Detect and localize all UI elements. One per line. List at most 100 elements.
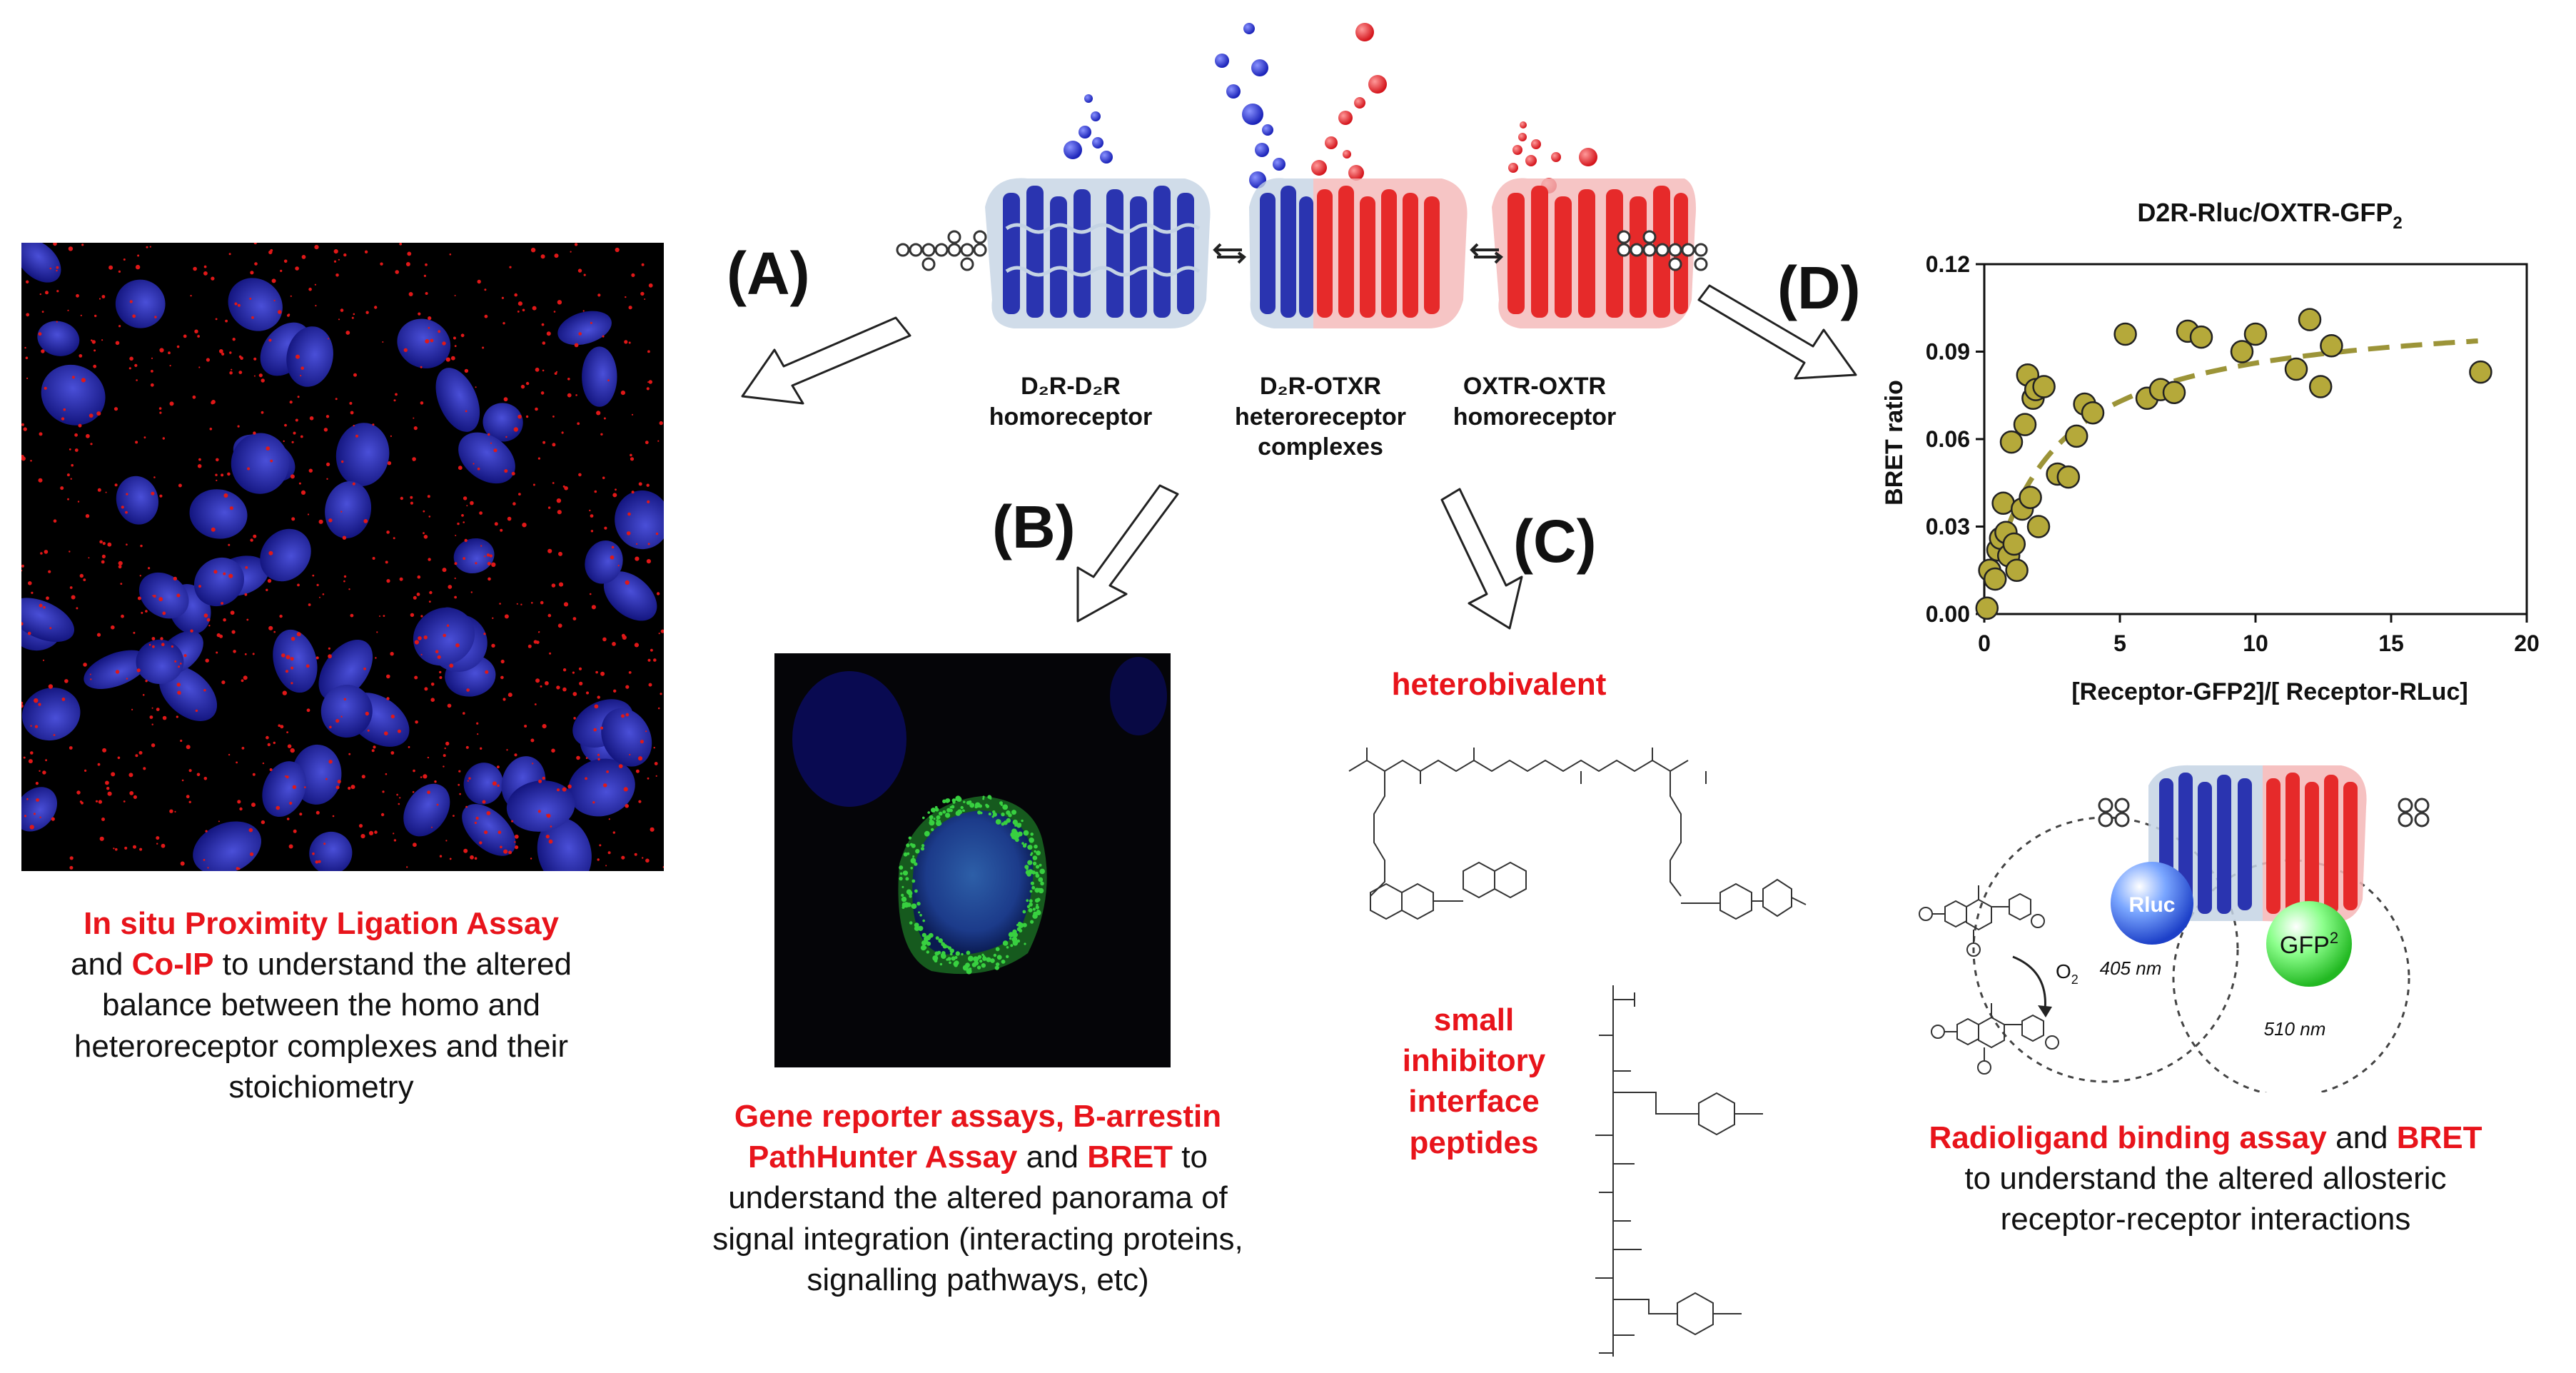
pla-signal-dot [154, 316, 157, 318]
pla-signal-dot [473, 463, 475, 465]
pla-signal-dot [427, 756, 430, 759]
gfp-membrane-dot [957, 809, 962, 815]
pla-signal-dot [291, 517, 296, 521]
pla-signal-dot [342, 535, 347, 540]
caption-b-line1: Gene reporter assays, B-arrestin [734, 1099, 1222, 1134]
data-point [1975, 596, 1999, 620]
pla-signal-dot [413, 843, 417, 848]
caption-b-line2-post: to [1173, 1140, 1208, 1175]
caption-b-bret: BRET [1087, 1140, 1173, 1175]
cell-nucleus [462, 804, 516, 856]
pla-signal-dot [151, 637, 156, 640]
gfp-membrane-dot [924, 936, 929, 942]
pla-signal-dot [307, 513, 310, 515]
pla-signal-dot [151, 491, 155, 496]
pla-signal-dot [238, 371, 243, 374]
pla-signal-dot [532, 483, 535, 486]
pla-signal-dot [548, 839, 553, 844]
pla-signal-dot [626, 531, 631, 535]
data-point [1999, 430, 2024, 454]
pla-signal-dot [169, 365, 171, 367]
cell-nucleus [231, 433, 289, 494]
pla-signal-dot [436, 803, 439, 806]
pla-signal-dot [479, 841, 483, 845]
pla-signal-dot [34, 725, 39, 728]
pla-signal-dot [341, 460, 344, 463]
pla-signal-dot [660, 629, 664, 633]
pla-signal-dot [585, 757, 588, 759]
pla-signal-dot [628, 306, 632, 310]
pla-signal-dot [41, 311, 44, 313]
pla-signal-dot [520, 384, 525, 389]
pla-signal-dot [238, 355, 242, 358]
gfp-membrane-dot [979, 804, 982, 808]
gfp-membrane-dot [965, 962, 970, 968]
pla-signal-dot [418, 636, 422, 640]
pla-signal-dot [488, 433, 490, 436]
pla-signal-dot [237, 800, 241, 804]
gfp-membrane-dot [1011, 810, 1016, 815]
pla-signal-dot [56, 290, 59, 293]
pla-signal-dot [492, 781, 497, 786]
caption-panel-b: Gene reporter assays, B-arrestin PathHun… [642, 1096, 1313, 1300]
pla-signal-dot [540, 685, 542, 688]
cell-nucleus [138, 572, 189, 619]
pla-signal-dot [146, 246, 148, 248]
pla-signal-dot [194, 329, 198, 333]
gfp-membrane-dot [1038, 877, 1044, 882]
pla-signal-dot [25, 356, 29, 360]
pla-signal-dot [71, 595, 76, 600]
pla-signal-dot [160, 637, 163, 640]
pla-signal-dot [181, 779, 184, 782]
pla-signal-dot [169, 401, 174, 406]
pla-signal-dot [655, 532, 659, 535]
pla-signal-dot [637, 756, 643, 761]
pla-signal-dot [28, 759, 33, 764]
pla-signal-dot [599, 844, 602, 847]
pla-signal-dot [151, 723, 153, 725]
pla-signal-dot [602, 476, 605, 480]
cell-nucleus [567, 758, 635, 817]
pla-signal-dot [295, 418, 298, 422]
caption-d-line1-mid: and [2326, 1120, 2397, 1155]
pla-signal-dot [602, 335, 605, 338]
pla-signal-dot [466, 688, 470, 692]
cell-nucleus [273, 629, 318, 693]
pla-signal-dot [494, 522, 498, 526]
pla-signal-dot [151, 370, 153, 373]
pla-signal-dot [445, 357, 450, 362]
cell-nucleus [582, 346, 617, 407]
pla-signal-dot [458, 466, 463, 471]
pla-signal-dot [246, 618, 249, 621]
pla-signal-dot [363, 519, 368, 523]
coelenterazine-structure [1919, 885, 2045, 957]
gfp-membrane-dot [1026, 899, 1029, 902]
pla-signal-dot [74, 448, 79, 452]
pla-signal-dot [328, 647, 330, 650]
pla-signal-dot [137, 596, 141, 600]
pla-signal-dot [458, 770, 461, 773]
pla-signal-dot [314, 283, 316, 286]
gfp-membrane-dot [962, 809, 965, 812]
pla-signal-dot [613, 689, 617, 693]
label-small-inhibitory-peptides: small inhibitory interface peptides [1381, 1000, 1567, 1163]
pla-signal-dot [453, 336, 456, 340]
pla-signal-dot [522, 308, 525, 312]
pla-signal-dot [234, 302, 238, 306]
gfp-membrane-dot [1014, 833, 1020, 839]
pla-signal-dot [425, 263, 428, 266]
pla-signal-dot [150, 383, 154, 387]
gfp-membrane-dot [946, 958, 949, 961]
pla-signal-dot [338, 318, 340, 321]
pla-signal-dot [205, 658, 209, 663]
pla-signal-dot [301, 255, 306, 259]
pla-signal-dot [323, 843, 326, 845]
pla-signal-dot [415, 720, 418, 724]
gfp-membrane-dot [966, 800, 971, 805]
pla-signal-dot [69, 586, 73, 589]
pla-signal-dot [365, 711, 369, 716]
pla-signal-dot [211, 276, 215, 281]
pla-signal-dot [69, 550, 71, 553]
pla-signal-dot [39, 770, 41, 772]
data-point [2056, 465, 2081, 489]
